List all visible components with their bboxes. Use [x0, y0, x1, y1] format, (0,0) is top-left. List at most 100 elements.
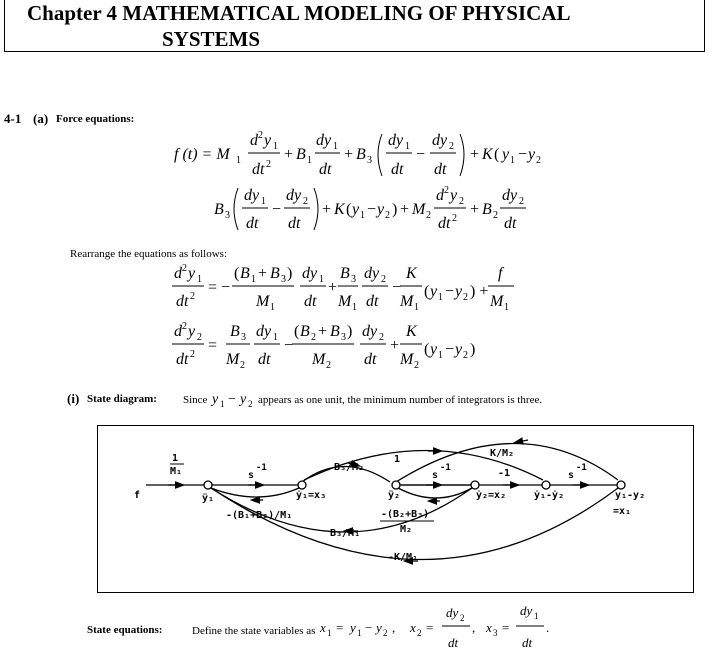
- svg-text:M: M: [337, 293, 353, 310]
- svg-text:(: (: [494, 146, 499, 163]
- svg-text:2: 2: [417, 628, 422, 638]
- svg-text:): ): [347, 323, 352, 340]
- svg-text:1: 1: [273, 141, 278, 152]
- svg-text:−: −: [228, 392, 236, 407]
- state-diagram-heading: State diagram:: [87, 393, 157, 405]
- svg-text:,: ,: [392, 620, 395, 635]
- svg-text:M: M: [399, 351, 415, 368]
- svg-text:1: 1: [319, 274, 324, 285]
- svg-text:dy: dy: [244, 187, 260, 204]
- state-diagram-text-after: appears as one unit, the minimum number …: [258, 394, 543, 406]
- state-diagram-svg: f ÿ₁ ẏ₁=x₃ ÿ₂ ẏ₂=x₂ ẏ₁-ẏ₂ y₁-y₂ =x₁ 1 M₁…: [134, 437, 645, 565]
- svg-text:−: −: [367, 201, 376, 218]
- svg-text:2: 2: [248, 399, 253, 409]
- svg-text:y: y: [428, 341, 438, 358]
- svg-text:2: 2: [414, 360, 419, 371]
- svg-text:2: 2: [379, 332, 384, 343]
- svg-text:2: 2: [190, 291, 195, 302]
- gain-s-2: s: [432, 470, 438, 481]
- svg-text:2: 2: [383, 628, 388, 638]
- svg-text:dt: dt: [364, 351, 377, 368]
- svg-text:B: B: [240, 265, 250, 282]
- svg-text:1: 1: [197, 274, 202, 285]
- svg-text:d: d: [174, 265, 183, 282]
- svg-text:y: y: [238, 392, 247, 407]
- svg-text:(: (: [234, 265, 239, 282]
- svg-text:3: 3: [241, 332, 246, 343]
- svg-text:+: +: [390, 337, 399, 354]
- node-label-y1d-y2d: ẏ₁-ẏ₂: [534, 490, 564, 501]
- state-diagram-label: (i): [67, 391, 80, 406]
- svg-text:+: +: [328, 279, 337, 296]
- svg-text:): ): [392, 201, 397, 218]
- svg-text:dy: dy: [502, 187, 518, 204]
- svg-text:2: 2: [182, 263, 187, 274]
- svg-text:1: 1: [307, 155, 312, 166]
- node-label-y1d: ẏ₁=x₃: [296, 490, 326, 501]
- svg-text:=: =: [502, 620, 509, 635]
- svg-text:+: +: [470, 146, 479, 163]
- svg-text:3: 3: [341, 332, 346, 343]
- svg-text:x: x: [319, 620, 326, 635]
- svg-text:dt: dt: [252, 161, 265, 178]
- svg-text:2: 2: [459, 196, 464, 207]
- svg-text:dt: dt: [438, 215, 451, 232]
- svg-text:2: 2: [303, 196, 308, 207]
- svg-text:y: y: [348, 620, 356, 635]
- svg-text:−: −: [284, 337, 293, 354]
- svg-text:−: −: [445, 283, 454, 300]
- svg-text:dt: dt: [434, 161, 447, 178]
- svg-text:,: ,: [472, 620, 475, 635]
- svg-text:x: x: [485, 620, 492, 635]
- svg-text:): ): [287, 265, 292, 282]
- svg-text:y: y: [453, 283, 463, 300]
- svg-text:y: y: [350, 201, 360, 218]
- svg-text:dt: dt: [319, 161, 332, 178]
- svg-text:1: 1: [357, 628, 362, 638]
- svg-text:1: 1: [405, 141, 410, 152]
- svg-text:dt: dt: [304, 293, 317, 310]
- node-y1d-y2d: [541, 480, 551, 490]
- svg-text:B: B: [356, 146, 366, 163]
- branch-b2b3-m2: [397, 487, 473, 499]
- svg-text:f: f: [498, 265, 505, 282]
- svg-text:−: −: [365, 620, 372, 635]
- svg-text:1: 1: [270, 302, 275, 313]
- node-label-y1-y2: y₁-y₂: [615, 490, 645, 501]
- svg-text:−: −: [392, 279, 401, 296]
- node-label-f: f: [134, 490, 140, 501]
- svg-text:dy: dy: [520, 603, 533, 618]
- node-label-y1dd: ÿ₁: [202, 493, 214, 504]
- svg-text:y: y: [210, 392, 219, 407]
- svg-text:2: 2: [452, 213, 457, 224]
- svg-text:1: 1: [273, 332, 278, 343]
- svg-text:2: 2: [426, 210, 431, 221]
- state-equations-heading: State equations:: [87, 624, 163, 636]
- svg-text:dt: dt: [391, 161, 404, 178]
- svg-text:d: d: [174, 323, 183, 340]
- svg-text:3: 3: [351, 274, 356, 285]
- svg-text:(: (: [294, 323, 299, 340]
- state-equations-text: Define the state variables as: [192, 625, 316, 637]
- svg-text:= −: = −: [208, 279, 230, 296]
- svg-text:M: M: [399, 293, 415, 310]
- svg-text:=: =: [208, 337, 217, 354]
- gain-s-3: s: [568, 470, 574, 481]
- svg-text:f (t) = M: f (t) = M: [174, 146, 231, 163]
- gain-s-2-exp: -1: [440, 463, 451, 473]
- branch-one: [303, 449, 544, 481]
- svg-text:2: 2: [266, 159, 271, 170]
- gain-minus1: -1: [498, 468, 510, 479]
- svg-text:dy: dy: [364, 265, 380, 282]
- node-y1dd: [203, 480, 213, 490]
- svg-text:1: 1: [236, 155, 241, 166]
- svg-text:y: y: [374, 620, 382, 635]
- svg-text:+: +: [318, 323, 327, 340]
- gain-b3-m1: B₃/M₁: [330, 528, 360, 539]
- svg-text:K: K: [405, 323, 418, 340]
- svg-text:y: y: [448, 187, 458, 204]
- svg-text:B: B: [270, 265, 280, 282]
- gain-b3-m2: B₃/M₂: [334, 462, 364, 473]
